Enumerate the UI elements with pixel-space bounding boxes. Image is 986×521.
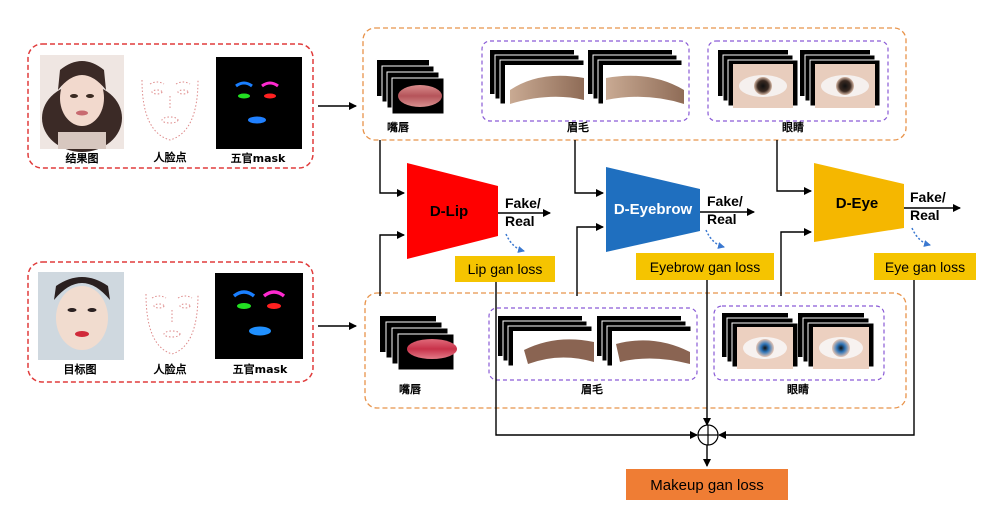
result-eyebrow-stack-left: [490, 50, 589, 109]
target-photo: [38, 272, 124, 360]
eyebrow-top-connector: [574, 140, 604, 197]
target-eyebrow-stack-right: [597, 316, 696, 371]
target-lip-label: 嘴唇: [399, 382, 422, 396]
d-eyebrow: D-Eyebrow: [606, 167, 700, 252]
target-eyebrow-stack-left: [498, 316, 597, 371]
target-eye-stack-left: [722, 313, 799, 369]
target-eye-stack-right: [798, 313, 875, 369]
d-lip-label: D-Lip: [430, 203, 468, 220]
result-eyebrow-label: 眉毛: [567, 120, 589, 134]
lip-gan-loss: Lip gan loss: [455, 256, 555, 282]
target-feature-mask: [215, 273, 303, 359]
lip-gan-loss-label: Lip gan loss: [468, 261, 543, 277]
d-eye-output: Fake/ Real: [904, 189, 961, 247]
result-eye-stack-right: [800, 50, 881, 108]
target-mask-label: 五官mask: [233, 362, 288, 376]
result-eye-stack-left: [718, 50, 799, 108]
d-eye-label: D-Eye: [836, 195, 879, 212]
target-input-box: 目标图 人脸点 五官mask: [27, 261, 314, 383]
target-landmarks-label: 人脸点: [154, 362, 187, 376]
result-mask-label: 五官mask: [231, 151, 286, 165]
result-landmarks-label: 人脸点: [154, 150, 187, 164]
target-crops-box: 嘴唇 眉毛 眼睛: [364, 292, 907, 409]
eyebrow-gan-loss-label: Eyebrow gan loss: [650, 259, 761, 275]
eyebrow-gan-loss: Eyebrow gan loss: [636, 253, 774, 280]
result-input-box: 结果图 人脸点 五官mask: [27, 43, 314, 169]
lip-top-connector: [379, 140, 405, 197]
target-eyebrow-label: 眉毛: [581, 382, 603, 396]
loss-aggregation-lines: [495, 280, 915, 467]
d-eyebrow-output-fake: Fake/: [707, 193, 743, 209]
eye-gan-loss: Eye gan loss: [874, 253, 976, 280]
eye-gan-loss-label: Eye gan loss: [885, 259, 965, 275]
d-lip-output-fake: Fake/: [505, 195, 541, 211]
d-eye-output-real: Real: [910, 207, 940, 223]
d-eyebrow-label: D-Eyebrow: [614, 201, 693, 218]
lip-bottom-connector: [379, 231, 405, 296]
result-lip-stack: [377, 60, 445, 115]
d-eye-output-fake: Fake/: [910, 189, 946, 205]
target-photo-label: 目标图: [64, 362, 97, 376]
result-lip-label: 嘴唇: [387, 120, 410, 134]
d-lip-output: Fake/ Real: [498, 195, 551, 253]
target-face-landmarks: [145, 293, 199, 355]
makeup-gan-loss-label: Makeup gan loss: [650, 477, 763, 494]
result-face-landmarks: [141, 79, 199, 141]
result-eyebrow-stack-right: [588, 50, 687, 109]
eye-bottom-connector: [780, 228, 812, 296]
target-eyebrow-group: [488, 307, 698, 381]
result-crops-box: 嘴唇 眉毛 眼睛: [362, 27, 907, 141]
connectors: [379, 140, 812, 296]
target-lip-stack: [380, 316, 457, 371]
d-lip-output-real: Real: [505, 213, 535, 229]
sum-icon: [697, 424, 719, 446]
result-photo-label: 结果图: [65, 151, 99, 165]
result-eye-label: 眼睛: [782, 120, 804, 134]
target-eye-group: [713, 305, 885, 381]
d-eyebrow-output: Fake/ Real: [700, 193, 755, 249]
makeup-gan-loss: Makeup gan loss: [626, 469, 788, 500]
result-feature-mask: [216, 57, 302, 149]
d-eye: D-Eye: [814, 163, 904, 242]
eyebrow-bottom-connector: [576, 223, 604, 296]
result-photo: [40, 55, 124, 152]
target-eye-label: 眼睛: [787, 382, 809, 396]
d-lip: D-Lip: [407, 163, 498, 259]
d-eyebrow-output-real: Real: [707, 211, 737, 227]
eye-top-connector: [776, 140, 812, 195]
